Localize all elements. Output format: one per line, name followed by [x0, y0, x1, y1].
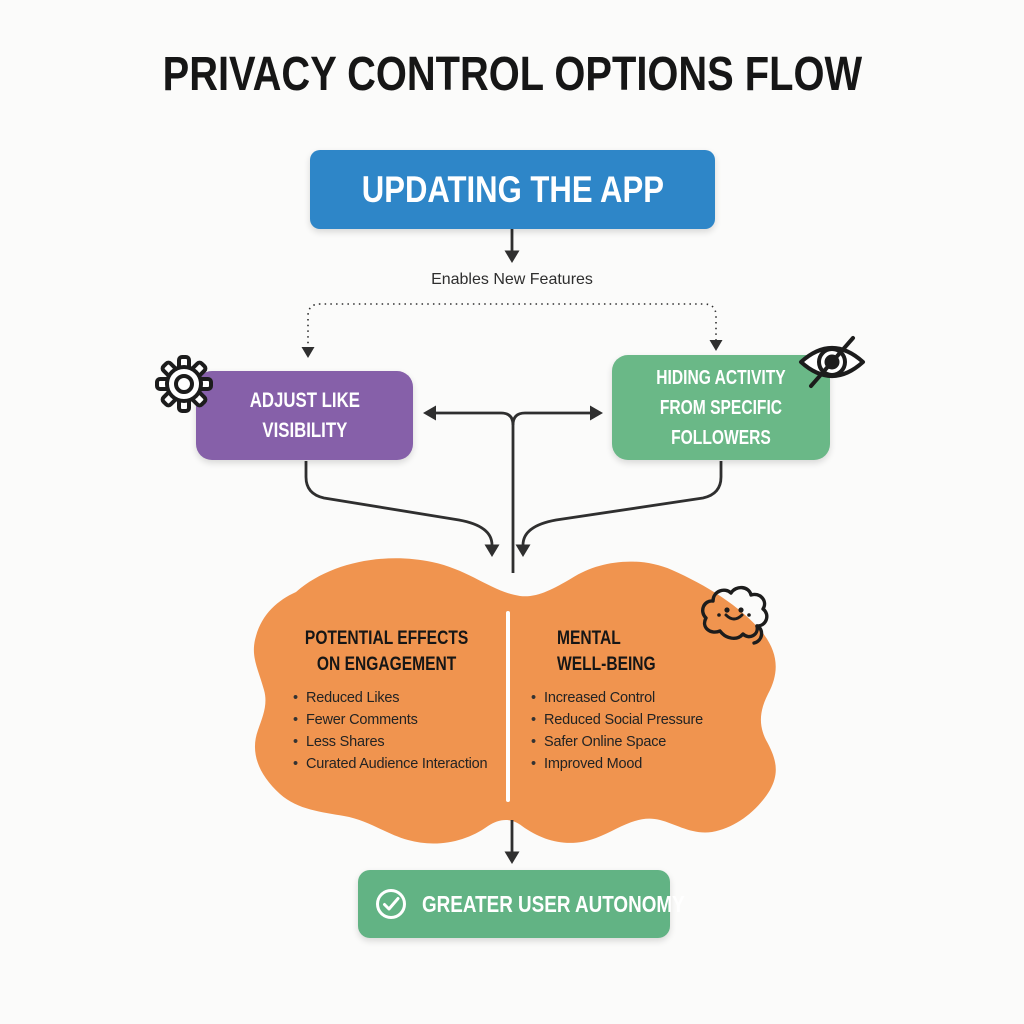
- node-updating-the-app: UPDATING THE APP: [310, 150, 715, 229]
- wellbeing-column-heading-text: MENTAL WELL-BEING: [557, 628, 656, 675]
- fork-left: [433, 411, 515, 573]
- node-hiding-activity-label: HIDING ACTIVITY FROM SPECIFIC FOLLOWERS: [656, 366, 786, 449]
- node-adjust-like-visibility: ADJUST LIKE VISIBILITY: [196, 371, 413, 460]
- wellbeing-column-list: Increased Control Reduced Social Pressur…: [531, 687, 741, 775]
- list-item: Improved Mood: [531, 753, 741, 775]
- engagement-column-heading: POTENTIAL EFFECTS ON ENGAGEMENT: [283, 626, 491, 678]
- curve-purple-to-blob: [304, 461, 494, 546]
- list-item: Increased Control: [531, 687, 741, 709]
- node-updating-the-app-label: UPDATING THE APP: [361, 168, 664, 210]
- arrowhead-green-blob: [515, 544, 531, 557]
- engagement-column-list: Reduced Likes Fewer Comments Less Shares…: [293, 687, 513, 775]
- list-item: Reduced Likes: [293, 687, 513, 709]
- list-item: Fewer Comments: [293, 709, 513, 731]
- list-item: Safer Online Space: [531, 731, 741, 753]
- edge-label-enables-new-features: Enables New Features: [431, 271, 593, 288]
- node-hiding-activity: HIDING ACTIVITY FROM SPECIFIC FOLLOWERS: [612, 355, 830, 460]
- list-item: Less Shares: [293, 731, 513, 753]
- arrowhead-blob-down: [504, 851, 520, 864]
- list-item: Curated Audience Interaction: [293, 753, 513, 775]
- arrowhead-to-purple: [423, 405, 436, 421]
- node-adjust-like-visibility-label: ADJUST LIKE VISIBILITY: [249, 388, 360, 442]
- list-item: Reduced Social Pressure: [531, 709, 741, 731]
- arrowhead-dotted-left: [301, 347, 315, 358]
- node-greater-user-autonomy-label: GREATER USER AUTONOMY: [422, 890, 685, 917]
- engagement-column-heading-text: POTENTIAL EFFECTS ON ENGAGEMENT: [305, 628, 469, 675]
- arrowhead-update-down: [504, 250, 520, 263]
- arrowhead-to-green: [590, 405, 603, 421]
- wellbeing-column-heading: MENTAL WELL-BEING: [557, 626, 747, 678]
- node-greater-user-autonomy: GREATER USER AUTONOMY: [358, 870, 685, 938]
- eye-off-icon: [799, 336, 865, 388]
- curve-green-to-blob: [521, 461, 723, 546]
- check-circle-icon: [376, 889, 406, 919]
- arrowhead-purple-blob: [484, 544, 500, 557]
- page-title: PRIVACY CONTROL OPTIONS FLOW: [0, 46, 1024, 104]
- dotted-branch-line: [307, 303, 717, 349]
- fork-right: [511, 411, 593, 426]
- gear-icon: [155, 355, 213, 413]
- brain-icon: [701, 585, 769, 645]
- arrowhead-dotted-right: [709, 340, 723, 351]
- page-title-text: PRIVACY CONTROL OPTIONS FLOW: [162, 48, 862, 101]
